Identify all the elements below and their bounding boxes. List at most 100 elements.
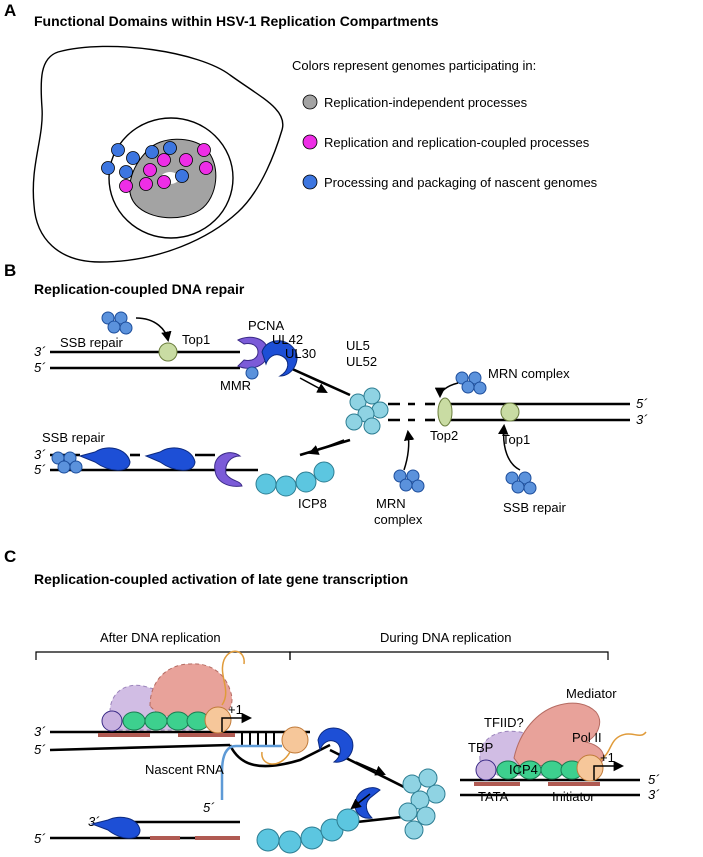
c-end-3-top: 3´ — [34, 724, 46, 739]
after-replication-label: After DNA replication — [100, 630, 221, 645]
mediator-right — [513, 702, 604, 767]
genome-dot-magenta — [143, 163, 157, 177]
mrn-top-icon — [455, 371, 487, 395]
pol2-elongating — [281, 726, 309, 754]
genome-dot-blue — [111, 143, 125, 157]
top1-left — [158, 342, 178, 362]
ssb-repair-bottom-label: SSB repair — [503, 500, 567, 515]
initiator-label: Initiator — [552, 789, 595, 804]
bracket-after — [35, 651, 291, 660]
arrow-ssb-to-top1 — [135, 317, 172, 343]
ssb-repair-left-label: SSB repair — [42, 430, 106, 445]
plus1-right-label: +1 — [600, 750, 615, 765]
genome-dot-blue — [101, 161, 115, 175]
tss-arrow-left — [221, 712, 253, 732]
genome-dot-blue — [145, 145, 159, 159]
panel-c-letter: C — [4, 547, 16, 566]
nascent-rna-label: Nascent RNA — [145, 762, 224, 777]
end-label-3-top-left: 3´ — [34, 344, 46, 359]
polymerase-c-top — [317, 727, 354, 763]
panel-b: B Replication-coupled DNA repair 3´ 5´ 3… — [4, 261, 648, 527]
nascent-rna-strand — [220, 744, 282, 800]
panel-a: A Functional Domains within HSV-1 Replic… — [4, 1, 598, 263]
top1-right-label: Top1 — [502, 432, 530, 447]
end-label-5-bottom-left: 5´ — [34, 462, 46, 477]
ul5-label: UL5 — [346, 338, 370, 353]
arrow-icp8-direction — [308, 439, 345, 455]
genome-dot-blue — [119, 165, 133, 179]
tfiid-label: TFIID? — [484, 715, 524, 730]
pol2-ctd-left — [221, 650, 245, 706]
dna-strands-c — [49, 730, 640, 840]
polymerase-ul30-top — [261, 340, 298, 377]
mmr-dot — [245, 366, 259, 380]
helicase-c — [398, 768, 446, 840]
during-replication-label: During DNA replication — [380, 630, 512, 645]
mediator-label: Mediator — [566, 686, 617, 701]
c-end-5-bottom: 5´ — [34, 831, 46, 846]
ul52-label: UL52 — [346, 354, 377, 369]
arrow-pol-direction-top — [299, 377, 328, 393]
panel-b-title: Replication-coupled DNA repair — [34, 281, 245, 297]
panel-c: C Replication-coupled activation of late… — [4, 547, 660, 854]
rna-dna-hybrid — [241, 733, 275, 745]
icp8-chain-b — [255, 461, 335, 497]
ssb-repair-top-icon — [101, 311, 133, 335]
pol2-right — [576, 754, 604, 782]
icp4-label: ICP4 — [509, 762, 538, 777]
genome-dot-blue — [163, 141, 177, 155]
ssb-repair-left-icon — [51, 451, 83, 474]
panel-c-title: Replication-coupled activation of late g… — [34, 571, 408, 587]
pcna-top — [237, 336, 269, 369]
icp4-left — [122, 711, 210, 731]
genome-dots — [101, 141, 213, 193]
pol2-ctd-elongating — [261, 751, 291, 765]
genome-dot-blue — [126, 151, 140, 165]
genome-dot-blue — [175, 169, 189, 183]
legend-magenta-dot — [302, 134, 318, 150]
tbp-left — [101, 710, 123, 732]
bracket-during — [289, 651, 609, 660]
legend-heading: Colors represent genomes participating i… — [292, 58, 536, 73]
tata-label: TATA — [478, 789, 509, 804]
top2-label: Top2 — [430, 428, 458, 443]
legend-item-1: Replication-independent processes — [324, 95, 528, 110]
end-label-5-right: 5´ — [636, 396, 648, 411]
icp8-label: ICP8 — [298, 496, 327, 511]
arrow-pol-c-top — [355, 761, 386, 776]
nascent-rna-5-end: 5´ — [203, 800, 215, 815]
genome-dot-magenta — [197, 143, 211, 157]
pcna-label: PCNA — [248, 318, 284, 333]
end-label-3-bottom-left: 3´ — [34, 447, 46, 462]
genome-dot-magenta — [199, 161, 213, 175]
mrn-bottom-label-1: MRN — [376, 496, 406, 511]
arrow-ssb-to-top1-right — [498, 423, 521, 471]
end-label-5-top-left: 5´ — [34, 360, 46, 375]
plus1-left-label: +1 — [228, 702, 243, 717]
legend-item-3: Processing and packaging of nascent geno… — [324, 175, 598, 190]
helicase-b — [345, 387, 389, 435]
end-label-3-right: 3´ — [636, 412, 648, 427]
panel-b-letter: B — [4, 261, 16, 280]
panel-a-title: Functional Domains within HSV-1 Replicat… — [34, 13, 439, 29]
polymerase-c-lagging — [90, 816, 141, 839]
nucleus-outline — [108, 117, 234, 239]
ssb-repair-top-label: SSB repair — [60, 335, 124, 350]
genome-dot-magenta — [179, 153, 193, 167]
mrn-top-label: MRN complex — [488, 366, 570, 381]
arrow-mrn-bottom — [403, 429, 415, 471]
polymerase-c-bottom — [354, 787, 381, 819]
mrn-bottom-label-2: complex — [374, 512, 423, 527]
legend-item-2: Replication and replication-coupled proc… — [324, 135, 590, 150]
ul42-label: UL42 — [272, 332, 303, 347]
top2 — [437, 397, 453, 427]
cell-outline — [32, 45, 284, 263]
pol2-ctd-right — [595, 731, 647, 763]
arrow-mrn-top — [434, 382, 459, 399]
genome-dot-magenta — [139, 177, 153, 191]
tbp-right — [475, 759, 497, 781]
polymerase-bottom-2 — [78, 447, 131, 471]
pol2-left — [204, 706, 232, 734]
arrow-pol-c-bottom — [350, 793, 371, 810]
